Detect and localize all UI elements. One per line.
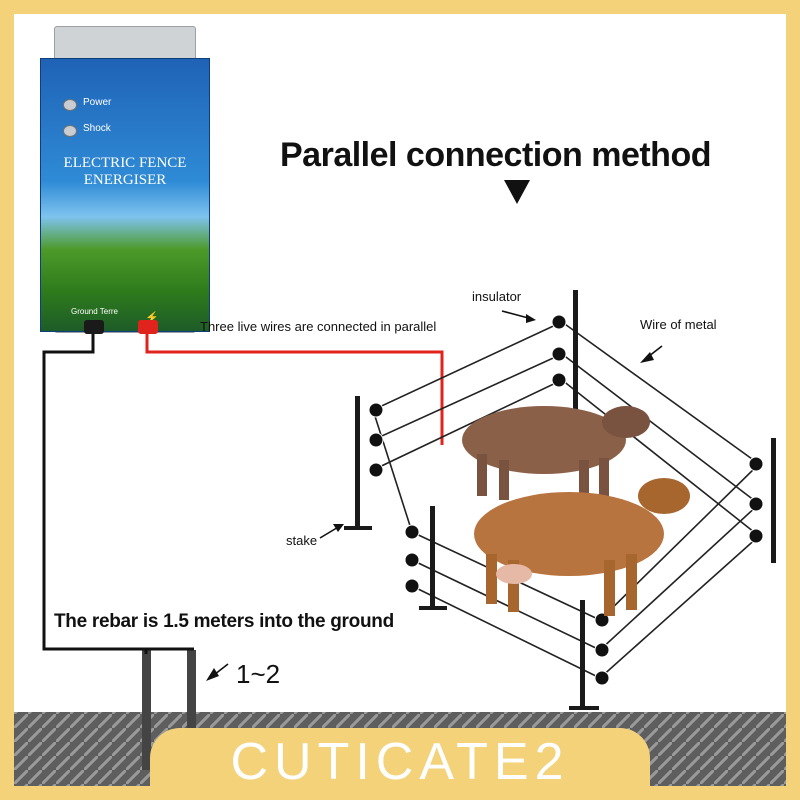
rebar-rod-2: [187, 650, 196, 770]
metal-wire-label: Wire of metal: [640, 317, 717, 332]
wiring-diagram: [14, 180, 786, 786]
wires-label: Three live wires are connected in parall…: [200, 319, 437, 334]
energiser-title-line1: ELECTRIC FENCE: [63, 155, 187, 171]
annotation-arrows: [206, 310, 663, 681]
power-led-icon: [63, 99, 77, 111]
fence-energiser-device: Power Shock ELECTRIC FENCE ENERGISER Gro…: [40, 26, 210, 333]
rebar-rod-1: [142, 650, 151, 770]
fence-posts: [344, 290, 776, 710]
rebar-count-label: 1~2: [236, 659, 281, 689]
diagram-canvas: Power Shock ELECTRIC FENCE ENERGISER Gro…: [14, 14, 786, 786]
shock-label: Shock: [83, 123, 111, 134]
live-wire: [145, 334, 444, 445]
down-arrow-icon: [504, 180, 530, 204]
stake-label: stake: [286, 533, 318, 548]
watermark-banner: CUTICATE2: [150, 728, 650, 792]
insulators: [368, 314, 764, 686]
ground-terre-label: Ground Terre: [71, 307, 118, 316]
cow-orange-front: [474, 478, 690, 616]
cow-brown-back: [462, 406, 650, 500]
energiser-body: Power Shock ELECTRIC FENCE ENERGISER Gro…: [40, 58, 210, 332]
energiser-title-line2: ENERGISER: [83, 172, 167, 188]
insulator-label: insulator: [472, 289, 522, 304]
ground-terminal: [84, 320, 104, 334]
rebar-label: The rebar is 1.5 meters into the ground: [54, 611, 394, 632]
live-terminal: [138, 320, 158, 334]
shock-led-icon: [63, 125, 77, 137]
power-label: Power: [83, 97, 112, 108]
ground-wire: [42, 334, 194, 651]
page-title: Parallel connection method: [280, 136, 711, 174]
